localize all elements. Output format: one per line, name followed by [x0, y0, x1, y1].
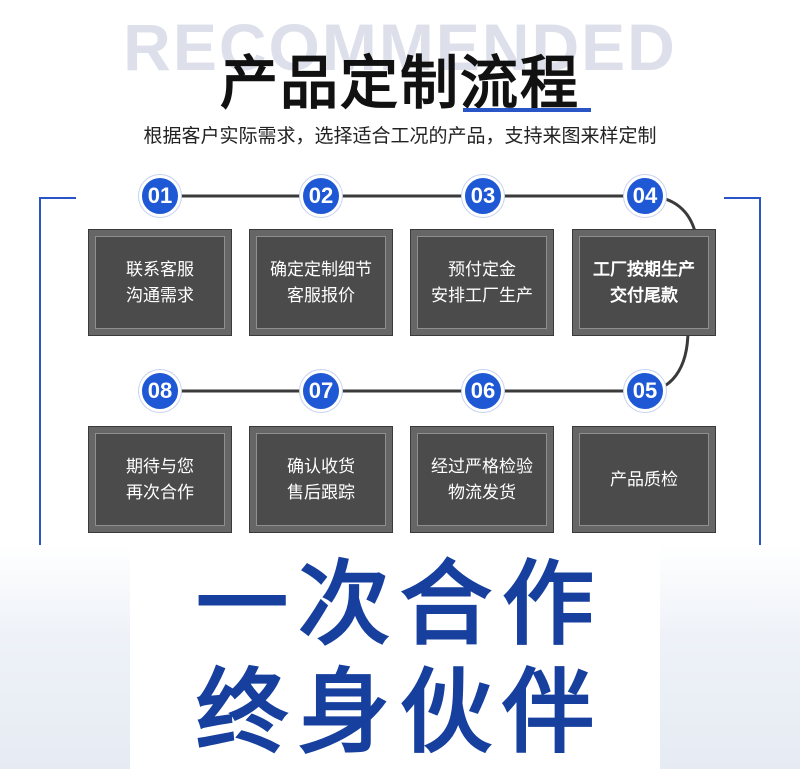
step-line2: 客服报价	[287, 285, 355, 306]
step-card-content: 产品质检	[579, 433, 709, 526]
step-card-06: 经过严格检验 物流发货	[410, 426, 554, 533]
step-number-badge-06: 06	[462, 370, 504, 412]
slogan-line1: 一次合作	[195, 551, 604, 658]
step-card-01: 联系客服 沟通需求	[88, 229, 232, 336]
step-number-badge-05: 05	[624, 370, 666, 412]
step-card-02: 确定定制细节 客服报价	[249, 229, 393, 336]
step-line1: 确认收货	[287, 456, 355, 477]
step-card-content: 工厂按期生产 交付尾款	[579, 236, 709, 329]
slogan-panel	[130, 545, 660, 769]
step-number-badge-02: 02	[300, 175, 342, 217]
step-line1: 工厂按期生产	[593, 259, 695, 280]
step-line2: 再次合作	[126, 482, 194, 503]
step-line1: 期待与您	[126, 456, 194, 477]
background-watermark-word: RECOMMENDED	[123, 10, 677, 84]
step-line2: 物流发货	[448, 482, 516, 503]
step-line1: 产品质检	[610, 469, 678, 490]
step-card-04: 工厂按期生产 交付尾款	[572, 229, 716, 336]
step-line1: 经过严格检验	[431, 456, 533, 477]
step-card-content: 确定定制细节 客服报价	[256, 236, 386, 329]
step-line2: 沟通需求	[126, 285, 194, 306]
step-number-badge-03: 03	[462, 175, 504, 217]
step-card-05: 产品质检	[572, 426, 716, 533]
step-number-badge-04: 04	[624, 175, 666, 217]
flow-connector-lines	[39, 194, 761, 545]
page-title: 产品定制流程	[219, 49, 580, 117]
page-subtitle: 根据客户实际需求，选择适合工况的产品，支持来图来样定制	[143, 125, 657, 147]
step-card-content: 预付定金 安排工厂生产	[417, 236, 547, 329]
slogan-banner: 一次合作 终身伙伴	[0, 545, 800, 769]
right-frame-bracket	[724, 197, 761, 545]
step-line2: 安排工厂生产	[431, 285, 533, 306]
title-underline	[463, 108, 591, 112]
left-frame-bracket	[39, 197, 76, 545]
step-card-content: 期待与您 再次合作	[95, 433, 225, 526]
step-card-content: 联系客服 沟通需求	[95, 236, 225, 329]
step-line1: 预付定金	[448, 259, 516, 280]
step-card-07: 确认收货 售后跟踪	[249, 426, 393, 533]
step-number-badge-01: 01	[139, 175, 181, 217]
step-line2: 交付尾款	[610, 285, 678, 306]
step-card-03: 预付定金 安排工厂生产	[410, 229, 554, 336]
step-line2: 售后跟踪	[287, 482, 355, 503]
step-line1: 确定定制细节	[270, 259, 372, 280]
step-number-badge-07: 07	[300, 370, 342, 412]
slogan-line2: 终身伙伴	[195, 659, 604, 766]
step-number-badge-08: 08	[139, 370, 181, 412]
step-line1: 联系客服	[126, 259, 194, 280]
step-card-08: 期待与您 再次合作	[88, 426, 232, 533]
step-card-content: 确认收货 售后跟踪	[256, 433, 386, 526]
step-card-content: 经过严格检验 物流发货	[417, 433, 547, 526]
